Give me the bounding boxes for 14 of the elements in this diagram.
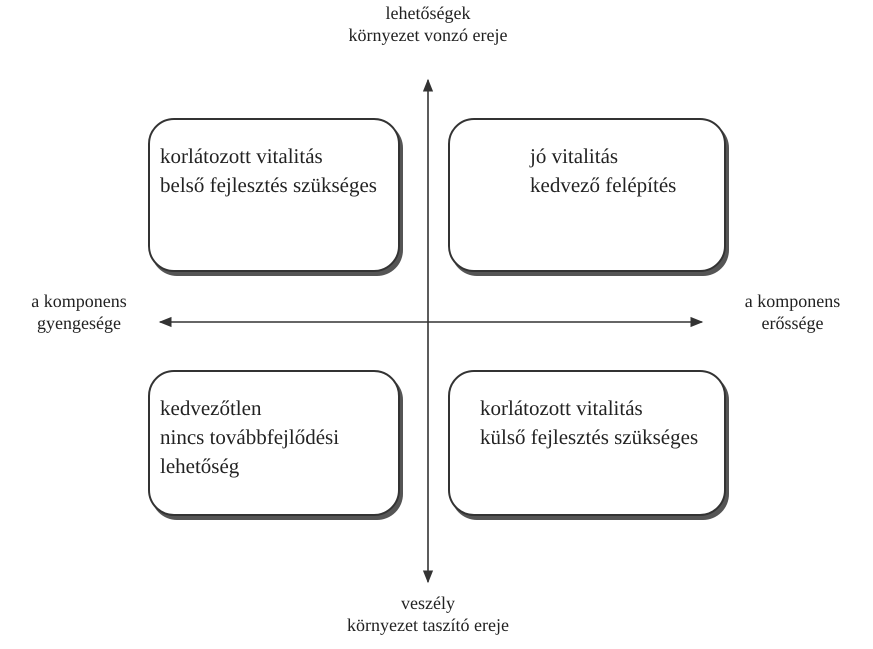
quadrant-heading: korlátozott vitalitás: [480, 395, 644, 422]
axis-label: környezet taszító ereje: [346, 614, 510, 636]
quadrant-heading: korlátozott vitalitás: [160, 143, 324, 170]
axis-label: lehetőségek: [384, 2, 472, 24]
quadrant-heading: kedvezőtlen: [160, 395, 262, 422]
axis-label: a komponens erőssége: [744, 290, 842, 334]
axis-label: a komponens gyengesége: [30, 290, 128, 334]
quadrant-heading: jó vitalitás: [530, 143, 620, 170]
quadrant-description: külső fejlesztés szükséges: [480, 424, 700, 451]
quadrant-description: belső fejlesztés szükséges: [160, 172, 378, 199]
quadrant-description: kedvező felépítés: [530, 172, 678, 199]
axis-label: környezet vonzó ereje: [348, 24, 508, 46]
quadrant-description: nincs továbbfejlődési lehetőség: [160, 424, 340, 480]
axis-label: veszély: [400, 592, 456, 614]
